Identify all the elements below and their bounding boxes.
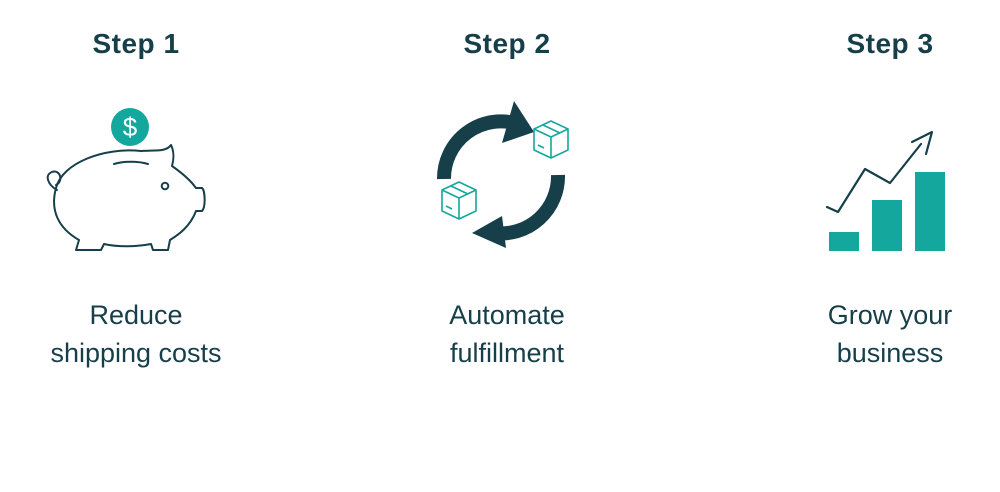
step-3-title: Step 3 (846, 28, 934, 59)
caption-line: fulfillment (449, 338, 565, 368)
sync-cycle-icon (436, 101, 569, 248)
caption-line: Reduce (89, 300, 183, 330)
svg-text:$: $ (123, 112, 138, 142)
piggy-bank-icon: $ (46, 108, 206, 251)
step-2: Step 2 Automate fulfillment (357, 0, 657, 492)
step-2-caption: Automate fulfillment (357, 296, 657, 372)
step-1-title: Step 1 (92, 28, 180, 59)
step-2-title: Step 2 (463, 28, 551, 59)
caption-line: Automate (449, 300, 565, 330)
caption-line: shipping costs (50, 338, 222, 368)
growth-chart-icon (825, 130, 945, 251)
step-1-caption: Reduce shipping costs (0, 296, 286, 372)
step-3: Step 3 Grow your business (740, 0, 1000, 492)
caption-line: Grow your (827, 300, 953, 330)
step-3-caption: Grow your business (740, 296, 1000, 372)
step-1: Step 1 $ Reduce shipping costs (0, 0, 286, 492)
caption-line: business (836, 338, 944, 368)
